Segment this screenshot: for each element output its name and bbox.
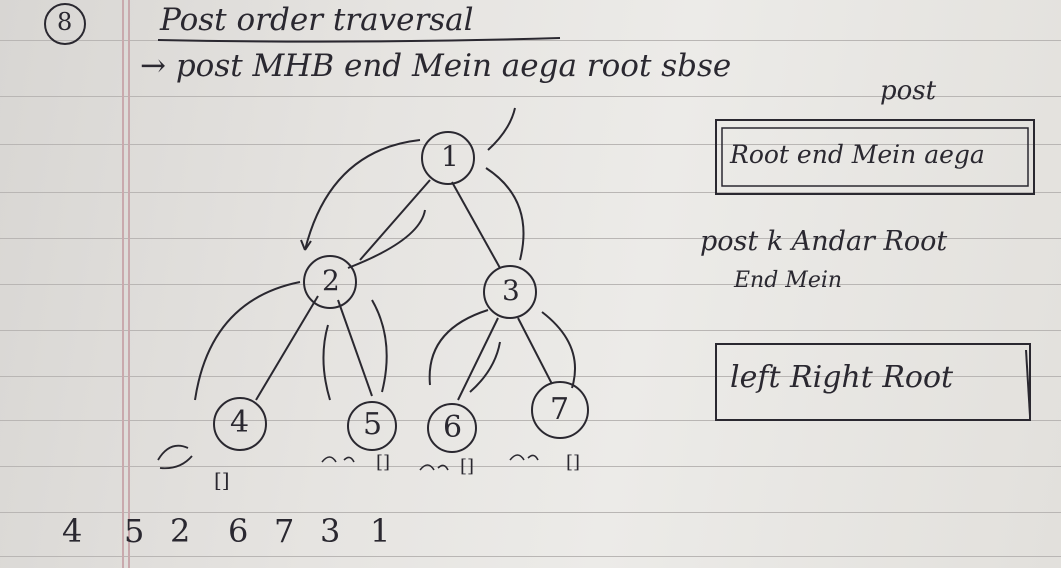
sequence-item: 4 xyxy=(62,512,83,550)
rule-line xyxy=(0,144,1061,145)
node-label: 4 xyxy=(230,405,250,440)
rule-line xyxy=(0,556,1061,557)
tree-node-circle xyxy=(303,255,357,309)
boxed-rule-root-last: Root end Mein aega xyxy=(730,140,985,169)
section-number: 8 xyxy=(57,8,73,36)
rule-line xyxy=(0,40,1061,41)
boxed-rule-lrr: left Right Root xyxy=(730,360,954,395)
rule-line xyxy=(0,238,1061,239)
definition-tail: post xyxy=(880,76,937,106)
definition-line: → post MHB end Mein aega root sbse xyxy=(140,48,732,84)
tree-node-circle xyxy=(427,403,477,453)
node-label: 7 xyxy=(550,392,570,427)
node-label: 5 xyxy=(363,407,383,442)
null-marker: [] xyxy=(214,468,230,492)
tree-node-circle xyxy=(531,381,589,439)
page-heading: Post order traversal xyxy=(160,2,474,38)
sequence-item: 7 xyxy=(274,512,295,550)
sequence-item: 6 xyxy=(228,512,249,550)
sequence-item: 3 xyxy=(320,512,341,550)
rule-line xyxy=(0,466,1061,467)
rule-line xyxy=(0,512,1061,513)
null-marker: [] xyxy=(460,456,475,477)
rule-line xyxy=(0,420,1061,421)
note-line-2: End Mein xyxy=(734,268,843,293)
margin-line xyxy=(128,0,130,568)
node-label: 2 xyxy=(322,264,340,297)
tree-node-circle xyxy=(483,265,537,319)
tree-node-circle xyxy=(347,401,397,451)
margin-line xyxy=(122,0,124,568)
node-label: 6 xyxy=(443,410,463,445)
tree-node-circle xyxy=(421,131,475,185)
rule-line xyxy=(0,96,1061,97)
rule-line xyxy=(0,192,1061,193)
note-line-1: post k Andar Root xyxy=(700,226,948,257)
sequence-item: 5 xyxy=(124,512,145,550)
null-marker: [] xyxy=(376,452,391,473)
sequence-item: 1 xyxy=(370,512,391,550)
rule-line xyxy=(0,284,1061,285)
tree-node-circle xyxy=(213,397,267,451)
rule-line xyxy=(0,376,1061,377)
sequence-item: 2 xyxy=(170,512,191,550)
node-label: 1 xyxy=(441,140,459,173)
null-marker: [] xyxy=(566,452,581,473)
node-label: 3 xyxy=(502,274,520,307)
rule-line xyxy=(0,330,1061,331)
